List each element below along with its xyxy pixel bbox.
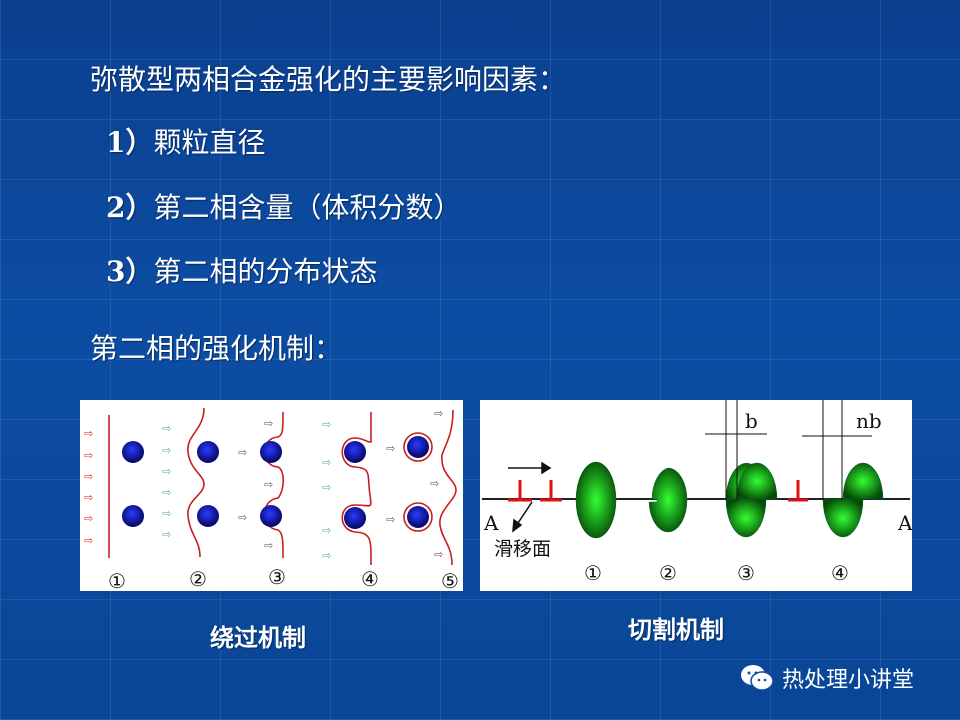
wechat-icon [741,665,774,691]
precipitates [575,461,884,539]
dislocation-line [187,407,205,558]
svg-text:⇨: ⇨ [434,548,443,561]
heading: 弥散型两相合金强化的主要影响因素： [90,63,567,96]
factor-text: 颗粒直径 [153,126,266,159]
dislocation-loop [403,432,433,462]
cutting-mechanism-figure: A A 滑移面 b nb ① ② ③ ④ [480,400,913,591]
svg-text:⇨: ⇨ [84,449,93,462]
nb-label: nb [856,409,882,433]
stage-label: ② [659,561,677,585]
factor-1: 1）颗粒直径 [106,121,266,161]
dislocations [508,480,808,502]
watermark-text: 热处理小讲堂 [782,668,915,693]
factor-2: 2）第二相含量（体积分数） [106,186,462,226]
svg-text:⇨: ⇨ [322,549,331,562]
stage-label: ⑤ [441,569,459,591]
bypass-diagram: ⇨⇨⇨⇨⇨⇨ ⇨⇨⇨⇨⇨⇨ ⇨⇨⇨⇨⇨ ⇨⇨⇨⇨⇨ ⇨⇨⇨⇨⇨ ① ② ③ ④ … [84,407,459,593]
b-label: b [745,409,758,433]
svg-text:⇨: ⇨ [430,477,439,490]
svg-text:⇨: ⇨ [84,491,93,504]
svg-text:⇨: ⇨ [322,456,331,469]
particles [122,436,429,529]
red-arrows: ⇨ ⇨ ⇨ ⇨ ⇨ ⇨ [84,427,93,547]
stage-label: ③ [737,561,755,585]
plane-label-right: A [897,511,912,535]
svg-text:⇨: ⇨ [84,427,93,440]
svg-text:⇨: ⇨ [162,422,171,435]
svg-text:⇨: ⇨ [162,465,171,478]
mechanism-heading: 第二相的强化机制： [90,332,343,365]
factor-text: 第二相的分布状态 [153,255,378,288]
cutting-diagram: A A 滑移面 b nb ① ② ③ ④ [482,400,913,585]
svg-text:⇨: ⇨ [84,534,93,547]
svg-text:⇨: ⇨ [162,444,171,457]
svg-text:⇨: ⇨ [322,524,331,537]
factor-3: 3）第二相的分布状态 [106,250,378,290]
slip-plane-label: 滑移面 [494,538,551,560]
svg-text:⇨: ⇨ [434,407,443,420]
svg-text:⇨: ⇨ [386,442,395,455]
blue-arrows: ⇨ ⇨ ⇨ ⇨ ⇨ ⇨ ⇨ ⇨ ⇨ ⇨ ⇨ [162,418,331,562]
svg-text:⇨: ⇨ [264,478,273,491]
dislocation-line [439,409,457,566]
svg-text:⇨: ⇨ [162,486,171,499]
svg-text:⇨: ⇨ [84,470,93,483]
cutting-caption: 切割机制 [628,616,724,644]
gray-arrows: ⇨ ⇨ ⇨ ⇨ ⇨ ⇨ ⇨ ⇨ ⇨ ⇨ [238,407,443,561]
stage-label: ④ [831,561,849,585]
stage-label: ① [108,569,126,591]
bypass-caption: 绕过机制 [210,624,306,652]
factor-text: 第二相含量（体积分数） [153,191,462,224]
svg-text:⇨: ⇨ [264,539,273,552]
dislocation-line [263,411,285,559]
svg-text:⇨: ⇨ [322,418,331,431]
stage-label: ④ [361,567,379,591]
svg-text:⇨: ⇨ [162,507,171,520]
stage-label: ② [189,567,207,591]
svg-text:⇨: ⇨ [238,446,247,459]
dislocation-loop [403,502,433,532]
svg-text:⇨: ⇨ [264,417,273,430]
factor-num: 1） [106,126,154,159]
watermark: 热处理小讲堂 [740,662,914,694]
svg-text:⇨: ⇨ [238,511,247,524]
stage-label: ③ [268,565,286,589]
svg-text:⇨: ⇨ [322,481,331,494]
plane-label-left: A [483,511,499,535]
slip-plane-pointer [515,501,533,527]
factor-num: 3） [106,255,154,288]
bypass-mechanism-figure: ⇨⇨⇨⇨⇨⇨ ⇨⇨⇨⇨⇨⇨ ⇨⇨⇨⇨⇨ ⇨⇨⇨⇨⇨ ⇨⇨⇨⇨⇨ ① ② ③ ④ … [80,400,463,593]
stage-label: ① [584,561,602,585]
svg-text:⇨: ⇨ [386,513,395,526]
factor-num: 2） [106,191,154,224]
svg-text:⇨: ⇨ [84,512,93,525]
svg-text:⇨: ⇨ [162,528,171,541]
dislocation-line [341,412,372,566]
